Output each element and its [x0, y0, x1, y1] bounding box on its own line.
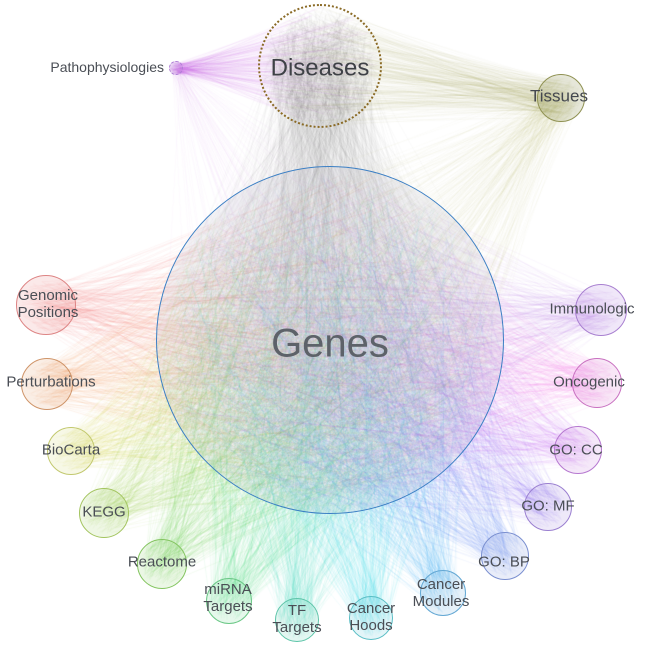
node-pathophysiologies[interactable]	[169, 61, 183, 75]
node-reactome[interactable]	[137, 539, 187, 589]
node-go-mf[interactable]	[524, 483, 572, 531]
node-biocarta[interactable]	[47, 427, 95, 475]
node-label-kegg[interactable]: KEGG	[82, 503, 126, 521]
node-go-cc[interactable]	[554, 426, 602, 474]
node-label-biocarta[interactable]: BioCarta	[41, 441, 101, 459]
node-label-mirna-targets[interactable]: miRNA Targets	[203, 581, 253, 615]
node-label-cancer-modules[interactable]: Cancer Modules	[412, 576, 470, 610]
node-label-go-bp[interactable]: GO: BP	[478, 553, 530, 571]
node-label-pathophysiologies[interactable]: Pathophysiologies	[50, 59, 164, 76]
node-label-tf-targets[interactable]: TF Targets	[272, 602, 322, 636]
node-kegg[interactable]	[79, 488, 129, 538]
node-perturbations[interactable]	[21, 358, 73, 410]
node-immunologic[interactable]	[575, 284, 627, 336]
node-label-go-mf[interactable]: GO: MF	[521, 497, 575, 515]
node-label-perturbations[interactable]: Perturbations	[6, 373, 96, 391]
node-tissues[interactable]	[537, 74, 585, 122]
node-label-reactome[interactable]: Reactome	[127, 553, 197, 571]
node-cancer-hoods[interactable]	[349, 596, 393, 640]
node-cancer-modules[interactable]	[420, 570, 466, 616]
node-label-genes[interactable]: Genes	[271, 321, 389, 366]
node-label-tissues[interactable]: Tissues	[530, 86, 588, 106]
node-mirna-targets[interactable]	[206, 578, 252, 624]
node-oncogenic[interactable]	[572, 358, 622, 408]
node-go-bp[interactable]	[481, 532, 529, 580]
node-label-cancer-hoods[interactable]: Cancer Hoods	[346, 600, 396, 634]
node-genes[interactable]	[156, 166, 504, 514]
node-diseases[interactable]	[258, 4, 382, 128]
node-label-genomic-positions[interactable]: Genomic Positions	[17, 287, 79, 321]
node-label-go-cc[interactable]: GO: CC	[549, 441, 603, 459]
node-label-diseases[interactable]: Diseases	[270, 54, 370, 82]
node-tf-targets[interactable]	[275, 598, 319, 642]
node-label-immunologic[interactable]: Immunologic	[549, 300, 635, 318]
node-genomic-positions[interactable]	[16, 275, 76, 335]
node-label-oncogenic[interactable]: Oncogenic	[553, 373, 625, 391]
